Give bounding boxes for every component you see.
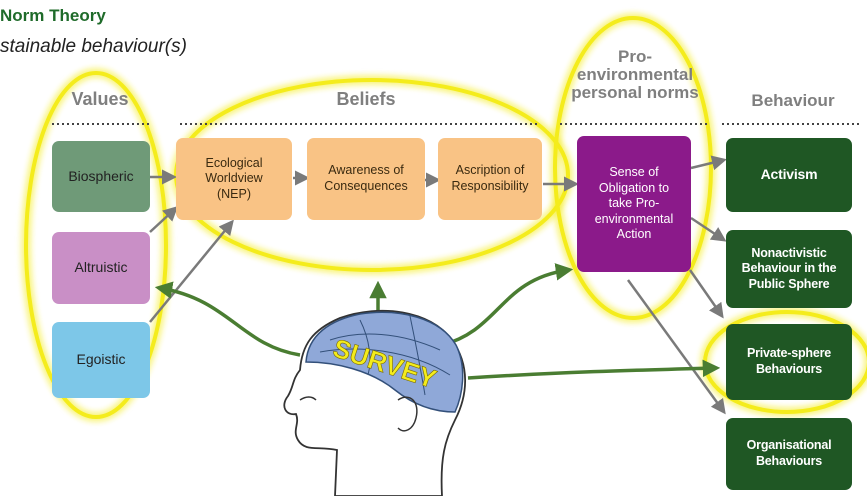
norms-header-line2: environmental [576, 64, 694, 84]
slide-title: Norm Theory [0, 6, 106, 25]
behaviour-line: Nonactivistic [751, 245, 827, 260]
belief-line: Ascription of [455, 163, 525, 178]
behaviour-box-activism: Activism [726, 138, 852, 212]
belief-box-ascription: Ascription of Responsibility [438, 138, 542, 220]
norms-header-line3: personal norms [571, 82, 699, 102]
belief-line: Responsibility [451, 179, 529, 193]
behaviour-box-organisational: Organisational Behaviours [726, 418, 852, 490]
behaviour-line: Behaviour in the [741, 261, 837, 276]
belief-line: Awareness of [328, 163, 404, 178]
norm-line: Obligation to [598, 180, 670, 195]
behaviour-line: Behaviours [755, 362, 823, 376]
beliefs-header: Beliefs [336, 89, 396, 109]
behaviour-header: Behaviour [751, 91, 835, 110]
behaviour-line: Activism [760, 166, 818, 183]
value-label: Biospheric [68, 167, 134, 184]
norm-box-obligation: Sense of Obligation to take Pro- environ… [577, 136, 691, 272]
behaviour-box-private-sphere: Private-sphere Behaviours [726, 324, 852, 400]
norms-header-line1: Pro- [618, 47, 652, 66]
head-illustration [283, 309, 467, 496]
values-header: Values [71, 89, 129, 109]
belief-line: Consequences [324, 179, 408, 193]
value-box-altruistic: Altruistic [52, 232, 150, 304]
norm-line: Sense of [609, 164, 659, 179]
behaviour-box-public-sphere: Nonactivistic Behaviour in the Public Sp… [726, 230, 852, 308]
belief-box-awareness: Awareness of Consequences [307, 138, 425, 220]
value-label: Egoistic [76, 351, 126, 368]
belief-line: (NEP) [216, 186, 251, 201]
behaviour-line: Behaviours [755, 454, 823, 468]
norms-header: Pro- environmental personal norms [555, 48, 715, 102]
belief-line: Worldview [205, 171, 263, 186]
behaviour-line: Organisational [746, 438, 832, 453]
green-arrows [154, 263, 721, 380]
belief-line: Ecological [205, 155, 263, 170]
norm-line: take Pro- [608, 196, 660, 211]
norm-line: environmental [594, 211, 674, 226]
value-label: Altruistic [74, 259, 128, 276]
value-box-biospheric: Biospheric [52, 141, 150, 212]
slide-subtitle: stainable behaviour(s) [0, 36, 187, 57]
behaviour-line: Private-sphere [746, 346, 832, 361]
behaviour-line: Public Sphere [748, 276, 830, 291]
belief-box-nep: Ecological Worldview (NEP) [176, 138, 292, 220]
value-box-egoistic: Egoistic [52, 322, 150, 398]
gray-arrows [149, 155, 727, 415]
norm-line: Action [616, 227, 652, 242]
